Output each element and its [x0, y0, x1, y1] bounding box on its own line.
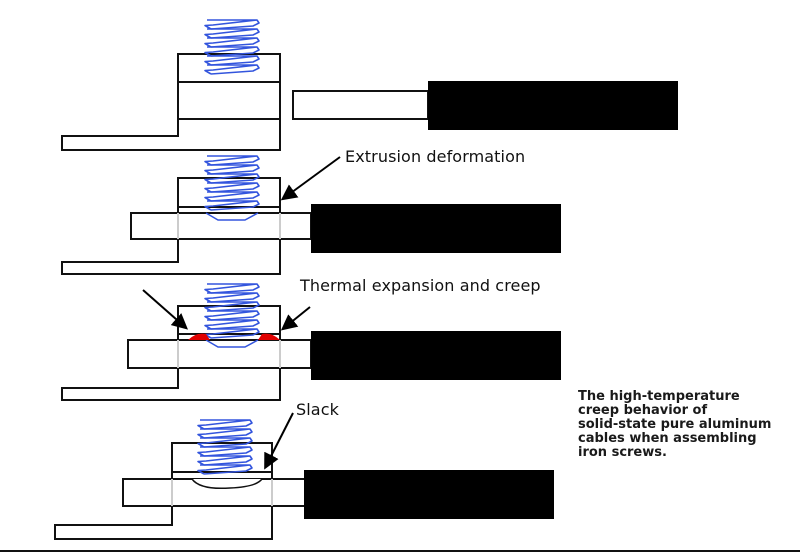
screw-thread — [204, 46, 260, 57]
annotation-arrow — [280, 306, 311, 331]
screw-thread — [204, 19, 260, 30]
stage-slack — [54, 412, 554, 540]
label-slack: Slack — [296, 400, 339, 419]
aluminum-conductor — [292, 90, 429, 120]
stage-extrusion — [61, 155, 561, 275]
screw-icon — [197, 419, 253, 475]
screw-thread — [204, 173, 260, 184]
screw-thread — [197, 428, 253, 439]
caption-line: creep behavior of — [578, 403, 708, 418]
screw-thread — [204, 301, 260, 312]
screw-thread — [204, 283, 260, 294]
screw-icon — [204, 283, 260, 339]
aluminum-conductor — [127, 339, 312, 369]
screw-thread — [204, 28, 260, 39]
screw-thread — [197, 446, 253, 457]
screw-thread — [204, 37, 260, 48]
creep-bulge-left — [188, 333, 210, 340]
stage-initial — [61, 19, 678, 151]
screw-icon — [204, 19, 260, 75]
screw-thread — [204, 200, 260, 211]
caption-line: cables when assembling — [578, 431, 757, 446]
annotation-arrow — [264, 412, 294, 470]
stage-thermal-creep — [61, 283, 561, 401]
label-extrusion-deformation: Extrusion deformation — [345, 147, 526, 166]
screw-thread — [204, 155, 260, 166]
screw-icon — [204, 155, 260, 211]
annotation-arrow — [142, 289, 189, 330]
screw-thread — [204, 55, 260, 66]
caption-line: iron screws. — [578, 445, 667, 460]
screw-tip — [205, 339, 259, 348]
screw-thread — [204, 191, 260, 202]
slack-cavity — [191, 478, 263, 490]
caption-note: The high-temperature creep behavior of s… — [578, 390, 793, 460]
terminal-lug — [54, 442, 273, 540]
annotation-arrow — [280, 156, 341, 201]
label-thermal-expansion-creep: Thermal expansion and creep — [300, 276, 541, 295]
cable-insulation — [428, 81, 678, 130]
screw-thread — [204, 182, 260, 193]
screw-thread — [204, 319, 260, 330]
caption-line: solid-state pure aluminum — [578, 417, 772, 432]
terminal-lug — [61, 53, 281, 151]
screw-thread — [204, 328, 260, 339]
cable-insulation — [304, 470, 554, 519]
screw-thread — [197, 455, 253, 466]
caption-line: The high-temperature — [578, 389, 740, 404]
screw-thread — [204, 310, 260, 321]
cable-insulation — [311, 331, 561, 380]
screw-thread — [197, 464, 253, 475]
screw-thread — [197, 419, 253, 430]
screw-tip — [205, 212, 259, 221]
screw-thread — [204, 64, 260, 75]
screw-thread — [204, 164, 260, 175]
terminal-lug — [61, 177, 281, 275]
screw-thread — [197, 437, 253, 448]
creep-bulge-right — [258, 333, 280, 340]
cable-insulation — [311, 204, 561, 253]
screw-thread — [204, 292, 260, 303]
aluminum-conductor — [130, 212, 312, 240]
